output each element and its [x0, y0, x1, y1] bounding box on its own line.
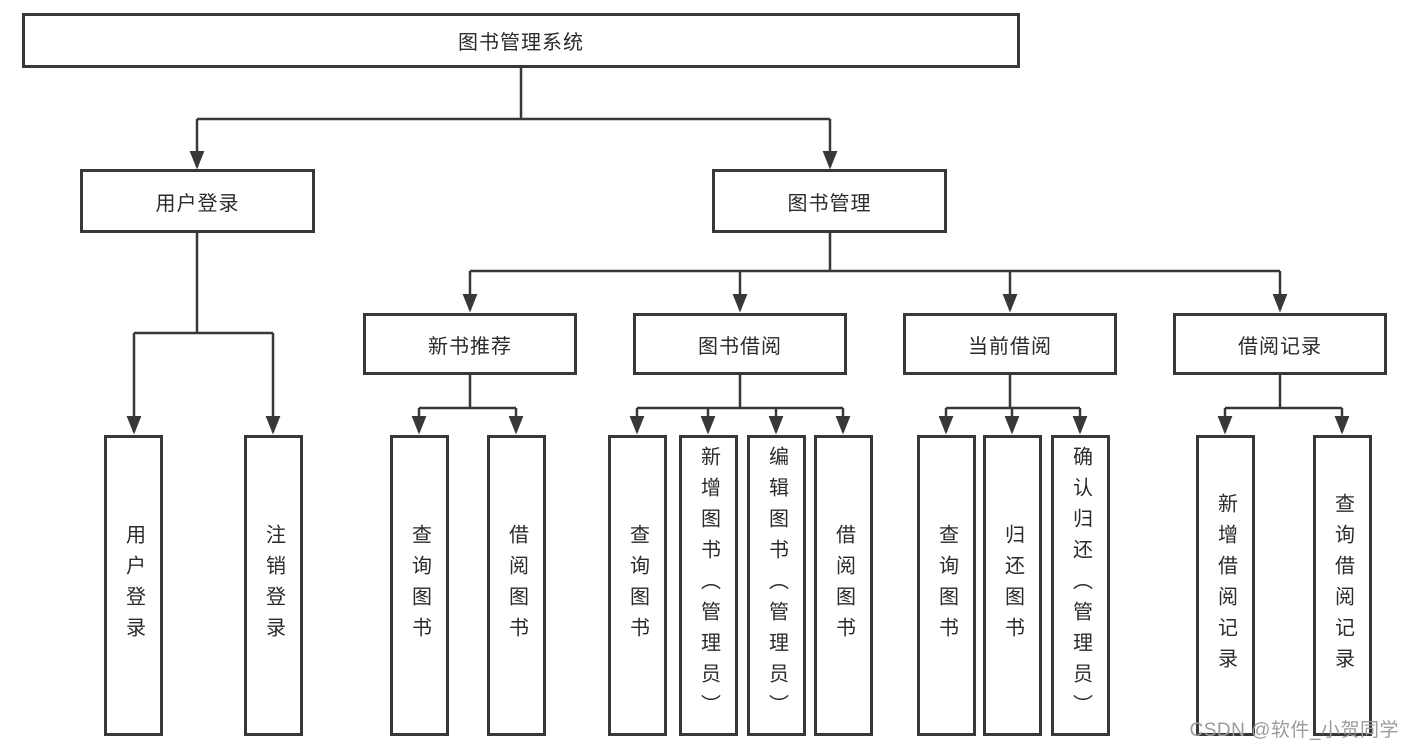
leaf-logout: 注销登录	[244, 435, 303, 736]
leaf-query-borrow-record: 查询借阅记录	[1313, 435, 1372, 736]
leaf-label: 新增图书（管理员）	[697, 446, 720, 725]
leaf-label: 确认归还（管理员）	[1069, 446, 1092, 725]
leaf-query-books-3: 查询图书	[917, 435, 976, 736]
leaf-label: 查询图书	[408, 523, 431, 648]
watermark-csdn: CSDN @软件_小贺同学	[1189, 720, 1399, 741]
leaf-edit-books-admin: 编辑图书（管理员）	[747, 435, 806, 736]
leaf-borrow-books-1: 借阅图书	[487, 435, 546, 736]
leaf-label: 借阅图书	[832, 523, 855, 648]
node-library-management-system: 图书管理系统	[22, 13, 1020, 68]
leaf-borrow-books-2: 借阅图书	[814, 435, 873, 736]
leaf-label: 新增借阅记录	[1214, 492, 1237, 679]
leaf-label: 归还图书	[1001, 523, 1024, 648]
leaf-add-books-admin: 新增图书（管理员）	[679, 435, 738, 736]
leaf-label: 查询图书	[626, 523, 649, 648]
leaf-user-login: 用户登录	[104, 435, 163, 736]
leaf-label: 查询借阅记录	[1331, 492, 1354, 679]
node-book-management: 图书管理	[712, 169, 947, 233]
leaf-label: 用户登录	[122, 523, 145, 648]
leaf-query-books-2: 查询图书	[608, 435, 667, 736]
leaf-label: 查询图书	[935, 523, 958, 648]
node-borrowing-records: 借阅记录	[1173, 313, 1387, 375]
leaf-confirm-return-admin: 确认归还（管理员）	[1051, 435, 1110, 736]
leaf-query-books-1: 查询图书	[390, 435, 449, 736]
node-current-borrowing: 当前借阅	[903, 313, 1117, 375]
leaf-add-borrow-record: 新增借阅记录	[1196, 435, 1255, 736]
leaf-return-books: 归还图书	[983, 435, 1042, 736]
node-user-login: 用户登录	[80, 169, 315, 233]
leaf-label: 注销登录	[262, 523, 285, 648]
leaf-label: 编辑图书（管理员）	[765, 446, 788, 725]
leaf-label: 借阅图书	[505, 523, 528, 648]
node-book-borrowing: 图书借阅	[633, 313, 847, 375]
node-new-book-recommendation: 新书推荐	[363, 313, 577, 375]
